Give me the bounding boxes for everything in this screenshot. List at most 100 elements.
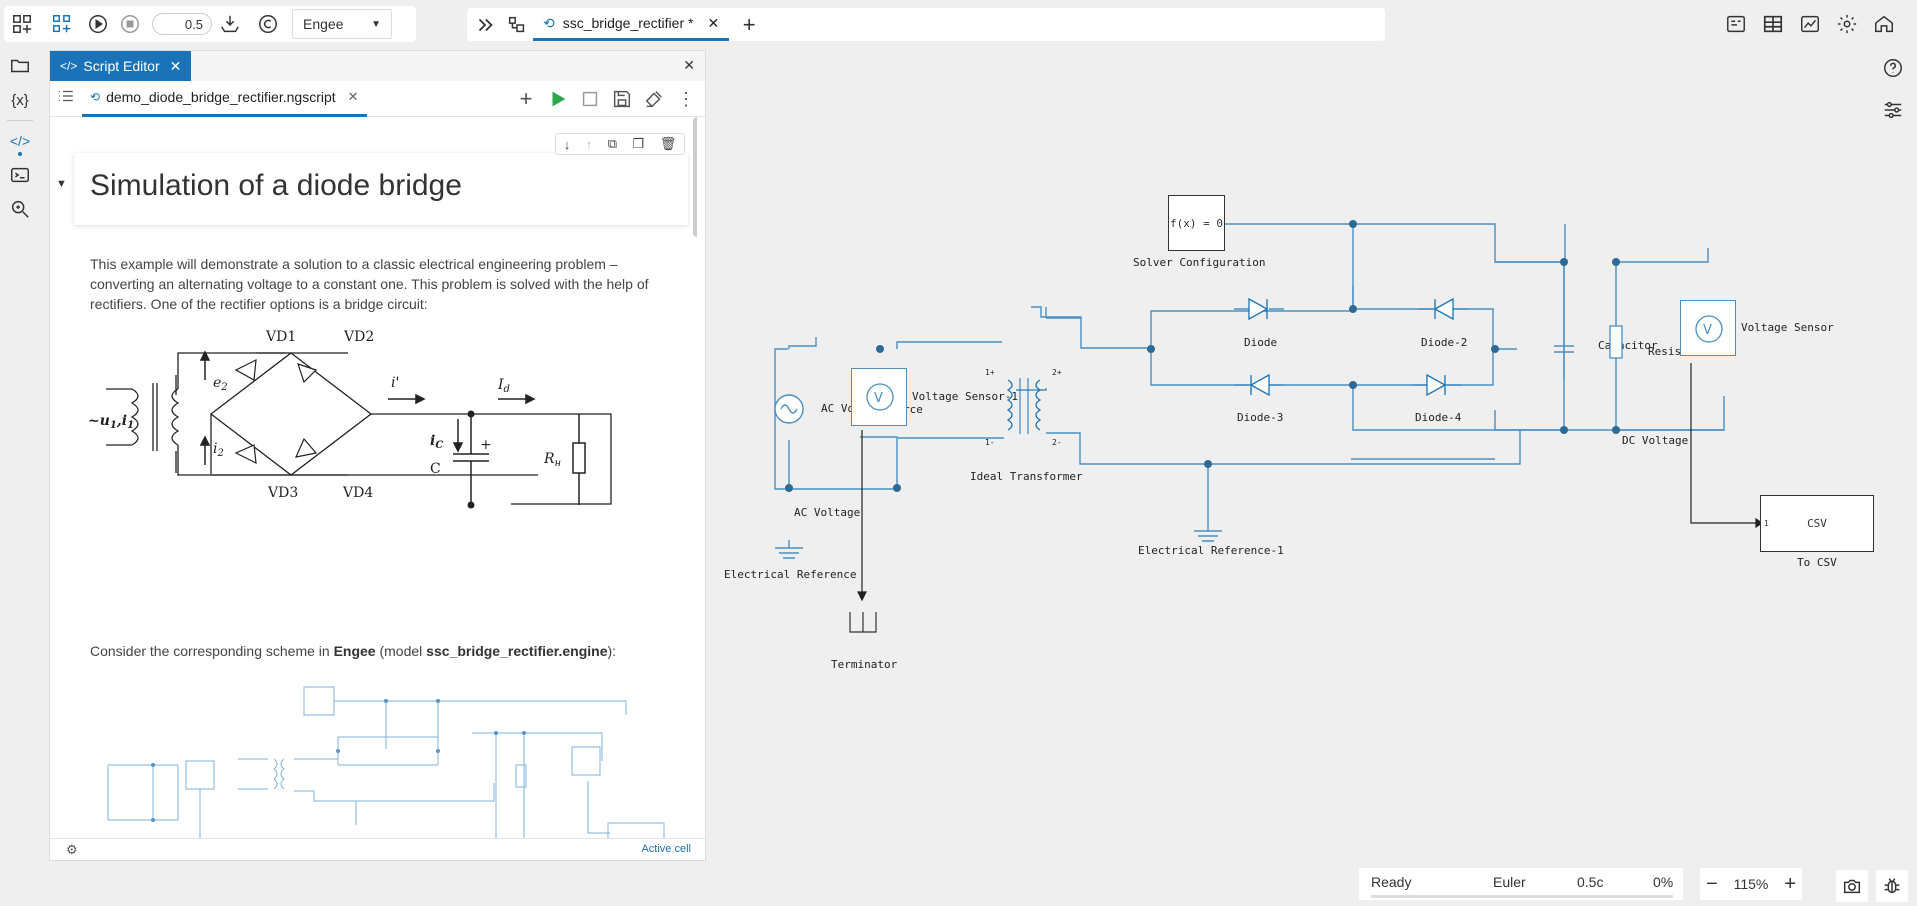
ideal-transformer-label: Ideal Transformer bbox=[970, 470, 1083, 483]
stop-script-icon[interactable] bbox=[575, 85, 605, 113]
rn-sub: н bbox=[555, 458, 562, 469]
step-time-input[interactable]: 0.5 bbox=[152, 13, 212, 35]
close-icon[interactable]: ✕ bbox=[707, 14, 720, 31]
delete-icon[interactable]: 🗑 bbox=[659, 136, 677, 151]
terminator-label: Terminator bbox=[831, 658, 898, 671]
close-icon[interactable]: ✕ bbox=[347, 89, 359, 104]
footer-status: Active cell bbox=[641, 843, 691, 855]
zoom-search-icon[interactable] bbox=[4, 193, 36, 225]
variables-icon[interactable]: {x} bbox=[11, 91, 29, 109]
code-icon: </> bbox=[60, 59, 78, 73]
plus-label: + bbox=[480, 437, 492, 453]
csv-block[interactable]: 1 CSV bbox=[1760, 495, 1874, 552]
editor-scrollbar[interactable] bbox=[693, 117, 697, 237]
dashboard-icon[interactable] bbox=[1720, 8, 1751, 40]
diode-block[interactable] bbox=[1234, 295, 1284, 323]
duplicate-icon[interactable]: ❐ bbox=[632, 136, 645, 151]
voltage-sensor-block[interactable]: V bbox=[1680, 300, 1736, 356]
apps-grid-icon[interactable] bbox=[6, 8, 38, 40]
diode3-label: Diode-3 bbox=[1237, 411, 1284, 424]
move-up-icon[interactable]: ↑ bbox=[585, 136, 593, 152]
save-icon[interactable] bbox=[607, 85, 637, 113]
close-panel-icon[interactable]: ✕ bbox=[683, 57, 695, 73]
solver-select[interactable]: Engee ▼ bbox=[292, 9, 392, 39]
left-sidebar: {x} </> bbox=[4, 50, 40, 225]
new-tab-icon[interactable]: + bbox=[742, 11, 756, 37]
sliders-icon[interactable] bbox=[1877, 94, 1909, 126]
ground-icon[interactable] bbox=[1190, 523, 1226, 545]
run-icon[interactable] bbox=[82, 8, 114, 40]
ac-voltage-source-block[interactable] bbox=[772, 392, 806, 426]
diode4-block[interactable] bbox=[1412, 371, 1462, 399]
bridge-diodes bbox=[234, 358, 318, 465]
settings-gear-icon[interactable] bbox=[1832, 8, 1863, 40]
vd2-label: VD2 bbox=[343, 329, 374, 345]
zoom-out-icon[interactable]: − bbox=[1706, 872, 1718, 895]
solver-config-block[interactable]: f(x) = 0 bbox=[1168, 195, 1225, 251]
stop-icon[interactable] bbox=[114, 8, 146, 40]
sensor-v-letter-2: V bbox=[1703, 323, 1712, 338]
clear-outputs-icon[interactable] bbox=[639, 85, 669, 113]
outline-list-icon[interactable] bbox=[50, 87, 82, 110]
ac-voltage-source-label: AC Vo bbox=[821, 402, 854, 415]
add-block-icon[interactable] bbox=[46, 8, 78, 40]
codegen-icon[interactable] bbox=[252, 8, 284, 40]
right-toolbar bbox=[1720, 8, 1900, 40]
model-icon: ⟲ bbox=[543, 14, 555, 31]
add-cell-icon[interactable]: + bbox=[519, 86, 533, 111]
home-icon[interactable] bbox=[1869, 8, 1900, 40]
more-options-icon[interactable]: ⋮ bbox=[677, 88, 695, 109]
terminator-block[interactable] bbox=[848, 612, 878, 634]
capacitor-block[interactable] bbox=[1552, 318, 1576, 378]
sidebar-divider bbox=[7, 120, 33, 121]
terminal-icon[interactable] bbox=[4, 159, 36, 191]
electrical-reference1-label: Electrical Reference-1 bbox=[1138, 544, 1284, 557]
diode2-block[interactable] bbox=[1418, 295, 1468, 323]
i2-label: i bbox=[213, 441, 217, 457]
diode3-block[interactable] bbox=[1234, 371, 1284, 399]
file-tab-label: demo_diode_bridge_rectifier.ngscript bbox=[106, 89, 336, 105]
debug-bug-icon[interactable] bbox=[1876, 870, 1908, 902]
help-icon[interactable] bbox=[1877, 52, 1909, 84]
port-2p: 2+ bbox=[1052, 368, 1062, 377]
close-icon[interactable]: ✕ bbox=[169, 57, 182, 74]
copy-icon[interactable]: ⧉ bbox=[607, 136, 618, 151]
camera-icon[interactable] bbox=[1836, 870, 1868, 902]
expand-panels-icon[interactable] bbox=[469, 9, 501, 41]
diode2-label: Diode-2 bbox=[1421, 336, 1468, 349]
run-script-icon[interactable] bbox=[543, 85, 573, 113]
script-editor-icon[interactable]: </> bbox=[4, 125, 36, 157]
zoom-in-icon[interactable]: + bbox=[1784, 872, 1796, 895]
file-tab[interactable]: ⟲ demo_diode_bridge_rectifier.ngscript ✕ bbox=[82, 81, 367, 117]
resistor-block[interactable] bbox=[1608, 314, 1624, 372]
sensor-v-letter: V bbox=[874, 391, 883, 406]
chart-icon[interactable] bbox=[1794, 8, 1825, 40]
iprime-label: i' bbox=[391, 375, 399, 391]
u1-tail-sub: 1 bbox=[127, 420, 134, 431]
folder-icon[interactable] bbox=[4, 50, 36, 82]
signal-wires bbox=[857, 363, 1764, 602]
diode-label: Diode bbox=[1244, 336, 1278, 349]
c-label: C bbox=[430, 461, 441, 477]
svg-text:Rн: Rн bbox=[543, 451, 561, 469]
editor-title-tab[interactable]: </> Script Editor ✕ bbox=[50, 51, 192, 81]
main-toolbar: 0.5 Engee ▼ bbox=[4, 6, 416, 42]
csv-text: CSV bbox=[1807, 517, 1827, 530]
footer-settings-icon[interactable]: ⚙ bbox=[66, 842, 78, 857]
tab-model[interactable]: ⟲ ssc_bridge_rectifier * ✕ bbox=[533, 8, 730, 41]
ac-voltage-source-label-a: AC Vo bbox=[821, 402, 855, 415]
ideal-transformer-block[interactable] bbox=[1000, 370, 1050, 450]
ground-icon[interactable] bbox=[772, 540, 808, 562]
hierarchy-icon[interactable] bbox=[501, 9, 533, 41]
move-down-icon[interactable]: ↓ bbox=[563, 136, 571, 152]
voltage-sensor1-block[interactable]: V bbox=[851, 368, 907, 426]
page-title: Simulation of a diode bridge bbox=[90, 169, 462, 202]
heading-cell[interactable]: Simulation of a diode bridge bbox=[74, 153, 688, 225]
table-icon[interactable] bbox=[1757, 8, 1788, 40]
load-icon[interactable] bbox=[214, 8, 246, 40]
i2-sub: 2 bbox=[216, 448, 223, 459]
collapse-cell-icon[interactable]: ▼ bbox=[56, 178, 67, 190]
solver-config-label: Solver Configuration bbox=[1133, 256, 1266, 269]
svg-text:i2: i2 bbox=[213, 441, 224, 459]
